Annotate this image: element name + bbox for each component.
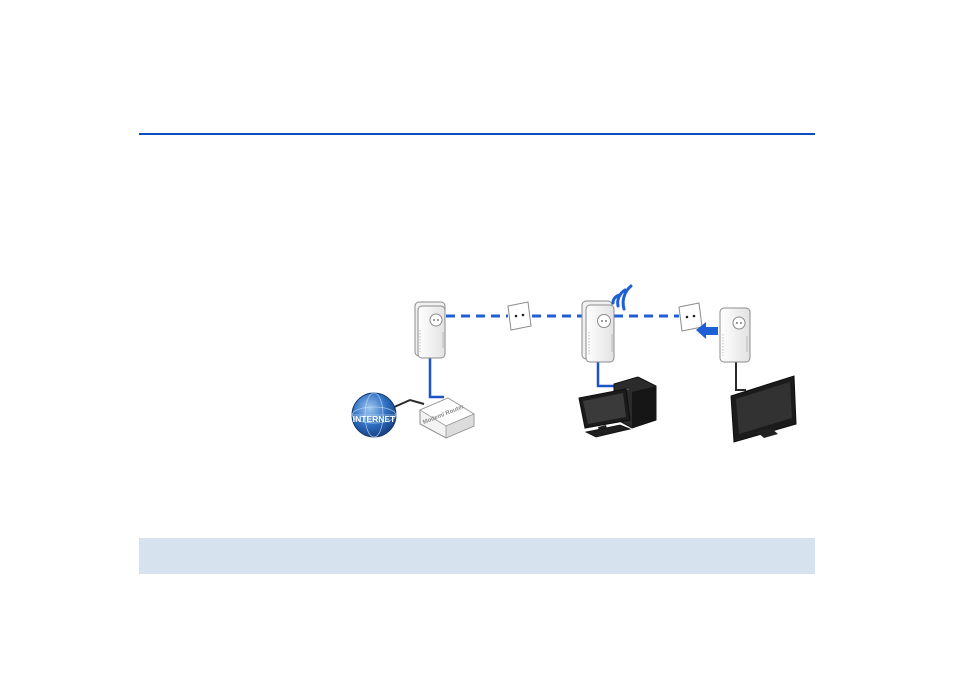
internet-cable xyxy=(391,398,425,409)
wall-socket-icon xyxy=(507,301,532,331)
powerline-adapter-icon xyxy=(719,307,751,363)
globe-icon: INTERNET xyxy=(351,392,397,438)
globe-label: INTERNET xyxy=(353,414,396,424)
lan-cable-tv xyxy=(735,360,746,391)
lan-cable-pc xyxy=(596,360,614,388)
plug-in-arrow-icon xyxy=(696,322,718,339)
lan-cable-router xyxy=(428,358,444,399)
wifi-icon xyxy=(611,284,633,311)
wall-socket-icon xyxy=(678,302,703,332)
desktop-pc-icon xyxy=(578,376,657,438)
router-icon: Modem/ Router xyxy=(419,397,475,439)
header-rule xyxy=(139,133,815,135)
info-band xyxy=(139,538,815,574)
television-icon xyxy=(730,375,797,443)
powerline-adapter-icon xyxy=(414,301,446,359)
powerline-adapter-icon xyxy=(581,300,615,363)
